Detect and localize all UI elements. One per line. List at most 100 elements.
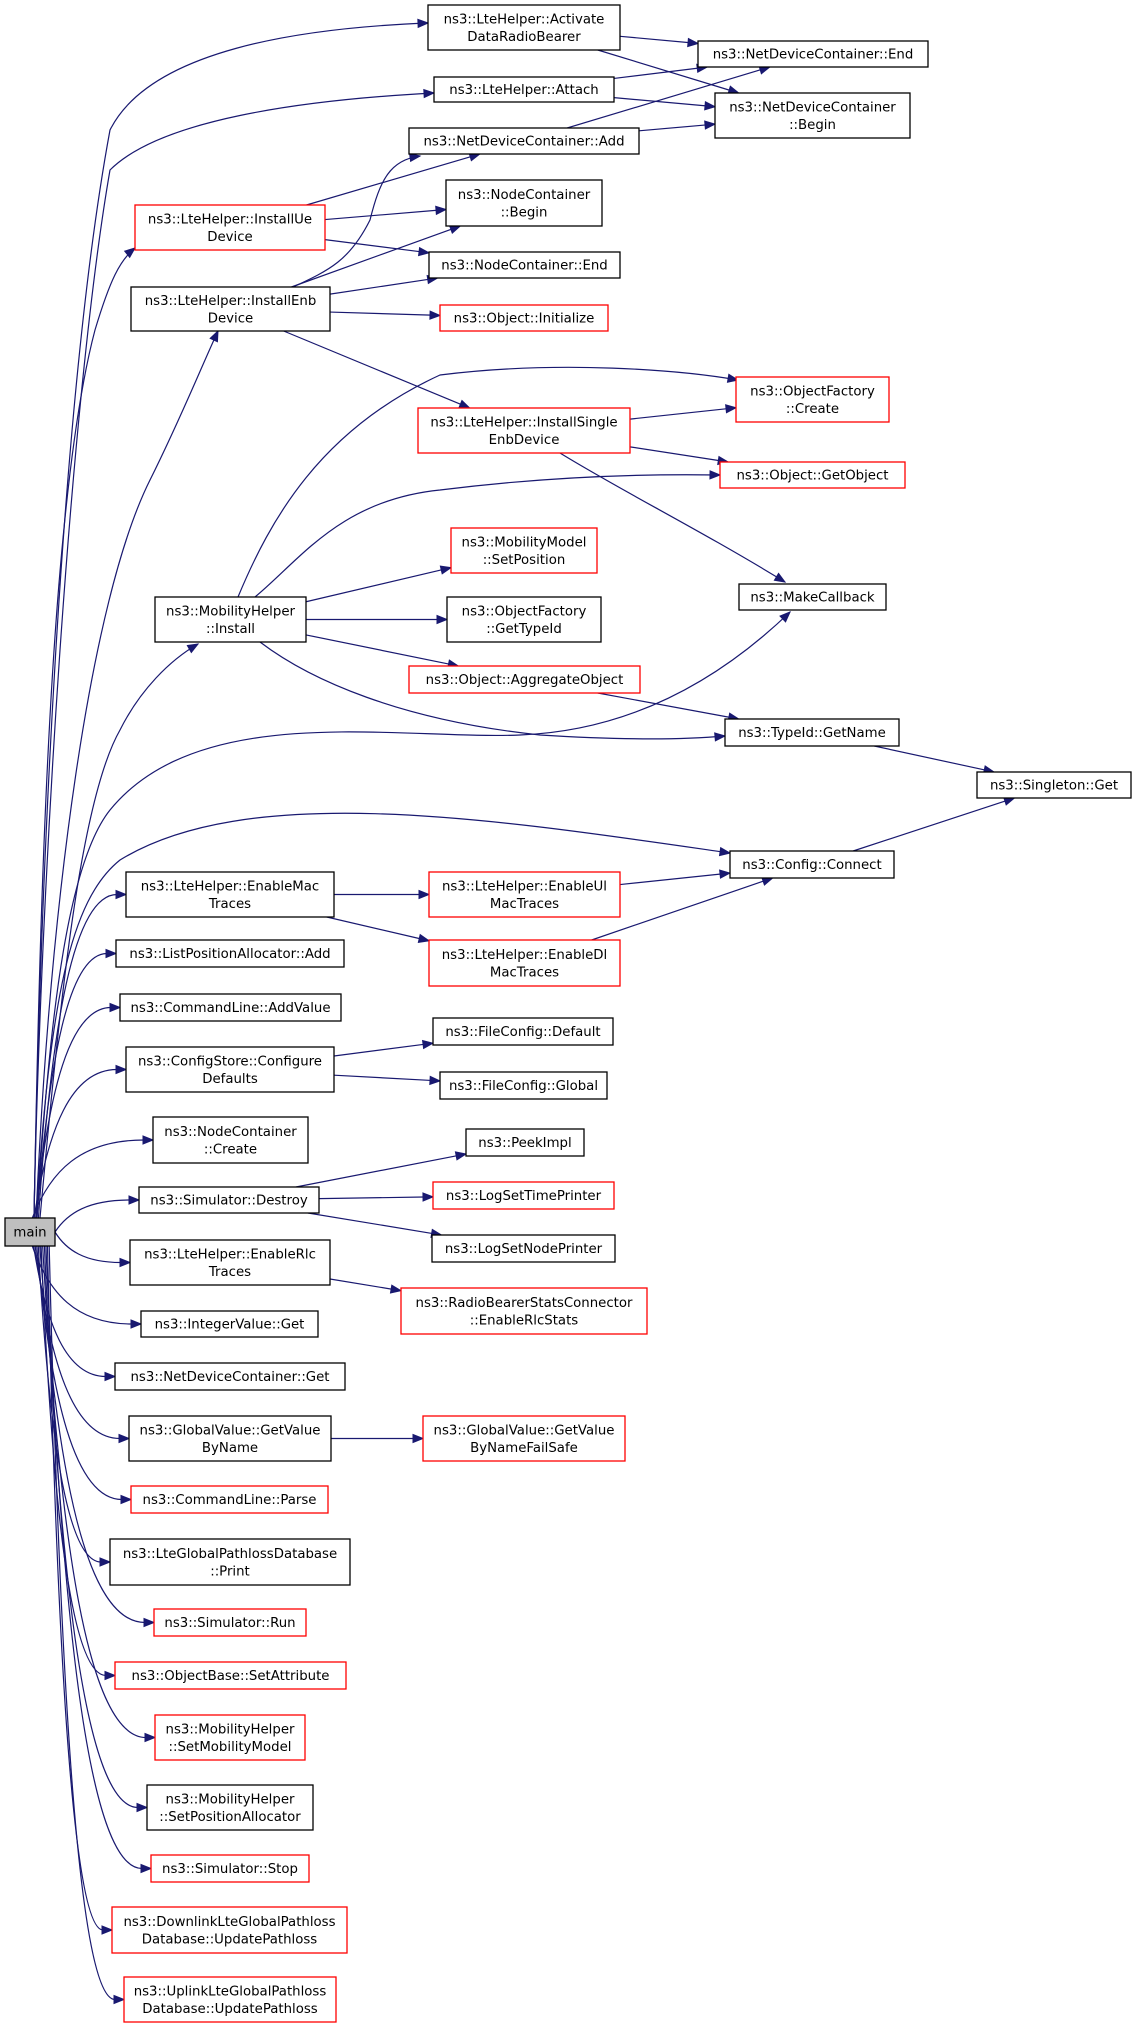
node-box[interactable] xyxy=(714,92,911,139)
node-box[interactable] xyxy=(432,1017,614,1046)
node-logTime[interactable]: ns3::LogSetTimePrinter xyxy=(432,1181,615,1210)
node-obSetAttr[interactable]: ns3::ObjectBase::SetAttribute xyxy=(114,1661,347,1690)
node-box[interactable] xyxy=(417,407,631,454)
node-box[interactable] xyxy=(154,596,307,643)
node-box[interactable] xyxy=(431,1234,616,1263)
node-box[interactable] xyxy=(128,1415,332,1462)
node-box[interactable] xyxy=(130,1485,329,1514)
node-box[interactable] xyxy=(433,76,615,103)
node-box[interactable] xyxy=(125,871,335,918)
node-objInit[interactable]: ns3::Object::Initialize xyxy=(439,304,609,332)
node-mhSetPosAlloc[interactable]: ns3::MobilityHelper::SetPositionAllocato… xyxy=(146,1784,314,1831)
node-box[interactable] xyxy=(138,1186,320,1214)
node-box[interactable] xyxy=(445,179,603,227)
node-box[interactable] xyxy=(114,1661,347,1690)
node-setPosition[interactable]: ns3::MobilityModel::SetPosition xyxy=(450,527,598,574)
node-box[interactable] xyxy=(140,1310,319,1338)
node-configConnect[interactable]: ns3::Config::Connect xyxy=(729,850,895,879)
node-box[interactable] xyxy=(422,1415,626,1462)
node-simDestroy[interactable]: ns3::Simulator::Destroy xyxy=(138,1186,320,1214)
node-lpaAdd[interactable]: ns3::ListPositionAllocator::Add xyxy=(115,939,345,968)
node-ncCreate[interactable]: ns3::NodeContainer::Create xyxy=(152,1116,309,1164)
node-box[interactable] xyxy=(427,4,621,51)
node-peekImpl[interactable]: ns3::PeekImpl xyxy=(465,1128,585,1157)
node-aggregate[interactable]: ns3::Object::AggregateObject xyxy=(408,665,641,694)
node-clAddValue[interactable]: ns3::CommandLine::AddValue xyxy=(119,993,342,1022)
node-ncEnd[interactable]: ns3::NodeContainer::End xyxy=(428,251,621,279)
node-box[interactable] xyxy=(129,1239,331,1286)
node-box[interactable] xyxy=(123,1976,337,2023)
node-fcDefault[interactable]: ns3::FileConfig::Default xyxy=(432,1017,614,1046)
node-box[interactable] xyxy=(446,596,602,643)
node-ofGetTypeId[interactable]: ns3::ObjectFactory::GetTypeId xyxy=(446,596,602,643)
node-box[interactable] xyxy=(428,251,621,279)
node-box[interactable] xyxy=(719,461,906,489)
node-box[interactable] xyxy=(465,1128,585,1157)
node-box[interactable] xyxy=(729,850,895,879)
node-box[interactable] xyxy=(408,127,640,155)
node-ofCreate[interactable]: ns3::ObjectFactory::Create xyxy=(735,376,890,423)
node-box[interactable] xyxy=(114,1362,346,1391)
node-box[interactable] xyxy=(439,1071,608,1100)
node-box[interactable] xyxy=(976,771,1132,799)
node-simRun[interactable]: ns3::Simulator::Run xyxy=(153,1608,307,1637)
node-attach[interactable]: ns3::LteHelper::Attach xyxy=(433,76,615,103)
node-box[interactable] xyxy=(432,1181,615,1210)
node-makeCallback[interactable]: ns3::MakeCallback xyxy=(738,583,887,611)
node-box[interactable] xyxy=(109,1538,351,1586)
node-dlUpdate[interactable]: ns3::DownlinkLteGlobalPathlossDatabase::… xyxy=(111,1906,348,1954)
node-box[interactable] xyxy=(735,376,890,423)
node-box[interactable] xyxy=(697,40,929,68)
node-intGet[interactable]: ns3::IntegerValue::Get xyxy=(140,1310,319,1338)
node-box[interactable] xyxy=(439,304,609,332)
node-box[interactable] xyxy=(153,1608,307,1637)
node-box[interactable] xyxy=(125,1046,335,1093)
node-singletonGet[interactable]: ns3::Singleton::Get xyxy=(976,771,1132,799)
node-box[interactable] xyxy=(119,993,342,1022)
node-ltePrint[interactable]: ns3::LteGlobalPathlossDatabase::Print xyxy=(109,1538,351,1586)
node-box[interactable] xyxy=(428,939,621,987)
node-mhSetMobility[interactable]: ns3::MobilityHelper::SetMobilityModel xyxy=(154,1714,306,1761)
node-box[interactable] xyxy=(738,583,887,611)
node-ndcBegin[interactable]: ns3::NetDeviceContainer::Begin xyxy=(714,92,911,139)
node-box[interactable] xyxy=(152,1116,309,1164)
node-box[interactable] xyxy=(724,718,900,747)
node-box[interactable] xyxy=(450,527,598,574)
node-getObject[interactable]: ns3::Object::GetObject xyxy=(719,461,906,489)
node-box[interactable] xyxy=(111,1906,348,1954)
node-box[interactable] xyxy=(146,1784,314,1831)
node-ndcGet[interactable]: ns3::NetDeviceContainer::Get xyxy=(114,1362,346,1391)
node-box[interactable] xyxy=(134,204,326,251)
node-box[interactable] xyxy=(408,665,641,694)
node-ndcAdd[interactable]: ns3::NetDeviceContainer::Add xyxy=(408,127,640,155)
node-clParse[interactable]: ns3::CommandLine::Parse xyxy=(130,1485,329,1514)
node-getName[interactable]: ns3::TypeId::GetName xyxy=(724,718,900,747)
node-ncBegin[interactable]: ns3::NodeContainer::Begin xyxy=(445,179,603,227)
node-ulUpdate[interactable]: ns3::UplinkLteGlobalPathlossDatabase::Up… xyxy=(123,1976,337,2023)
node-mhInstall[interactable]: ns3::MobilityHelper::Install xyxy=(154,596,307,643)
node-rbsc[interactable]: ns3::RadioBearerStatsConnector::EnableRl… xyxy=(400,1287,648,1335)
node-ndcEnd[interactable]: ns3::NetDeviceContainer::End xyxy=(697,40,929,68)
node-box[interactable] xyxy=(154,1714,306,1761)
node-box[interactable] xyxy=(115,939,345,968)
node-box[interactable] xyxy=(150,1854,310,1883)
node-box[interactable] xyxy=(130,286,331,332)
node-logNode[interactable]: ns3::LogSetNodePrinter xyxy=(431,1234,616,1263)
node-fcGlobal[interactable]: ns3::FileConfig::Global xyxy=(439,1071,608,1100)
node-main[interactable]: main xyxy=(4,1217,56,1247)
node-box[interactable] xyxy=(428,871,621,918)
node-box[interactable] xyxy=(4,1217,56,1247)
node-simStop[interactable]: ns3::Simulator::Stop xyxy=(150,1854,310,1883)
node-box[interactable] xyxy=(400,1287,648,1335)
